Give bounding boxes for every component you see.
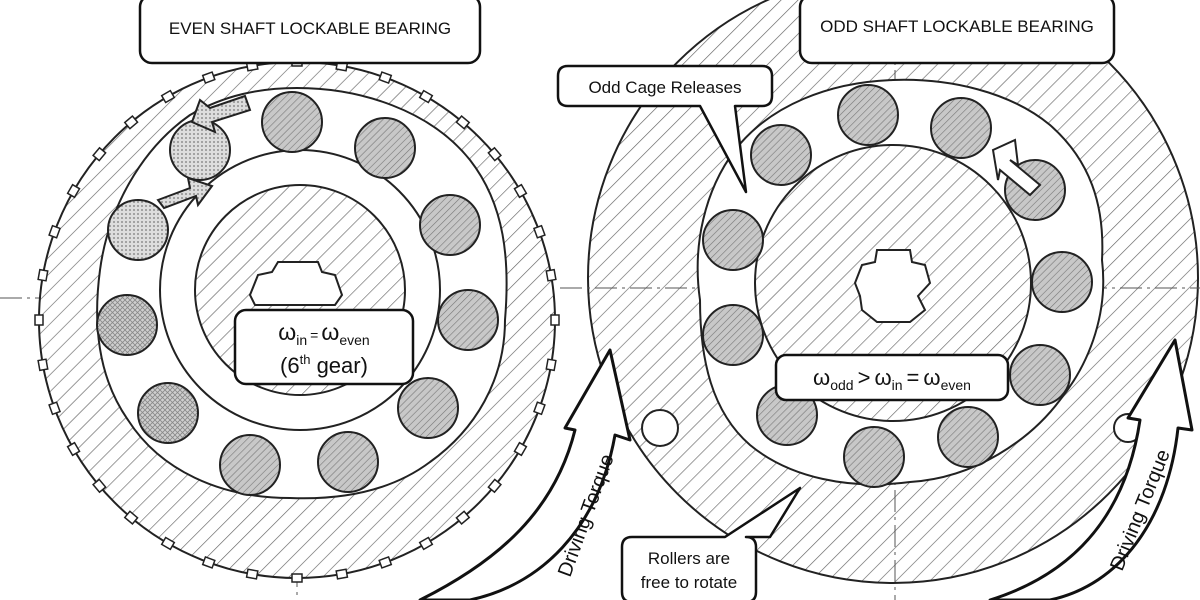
roller xyxy=(96,294,158,356)
gear-tooth xyxy=(48,401,61,416)
roller xyxy=(930,97,992,159)
odd-title: ODD SHAFT LOCKABLE BEARING xyxy=(820,17,1094,36)
odd-shaft-bore xyxy=(853,249,932,323)
gear-tooth xyxy=(550,314,560,326)
even-equation-box: ωin=ωeven (6th gear) xyxy=(233,308,415,386)
roller xyxy=(837,84,899,146)
roller xyxy=(750,124,812,186)
roller xyxy=(937,406,999,468)
gear-tooth xyxy=(291,573,303,583)
subscript-even: even xyxy=(339,332,369,348)
odd-title-box: ODD SHAFT LOCKABLE BEARING xyxy=(798,0,1116,65)
roller xyxy=(843,426,905,488)
odd-equation-box: ωodd>ωin=ωeven xyxy=(774,353,1010,402)
gear-tooth xyxy=(545,268,557,282)
gear-tooth xyxy=(513,441,528,457)
roller xyxy=(219,434,281,496)
gear-tooth xyxy=(160,89,176,104)
gear-tooth xyxy=(335,568,349,580)
gear-tooth xyxy=(92,478,107,494)
equals-sign: = xyxy=(310,327,318,343)
gear-tooth xyxy=(513,183,528,199)
roller xyxy=(437,289,499,351)
gear-tooth xyxy=(123,115,139,130)
gear-tooth xyxy=(123,510,139,525)
roller xyxy=(137,382,199,444)
gear-tooth xyxy=(533,401,546,416)
rollers-callout: Rollers are free to rotate xyxy=(620,486,802,600)
gear-tooth xyxy=(66,183,81,199)
roller xyxy=(1009,344,1071,406)
disc-hole xyxy=(641,409,679,447)
roller xyxy=(397,377,459,439)
gear-tooth xyxy=(418,536,434,551)
odd-cage-arrow-icon xyxy=(991,138,1042,197)
gear-tooth xyxy=(34,314,44,326)
gear-tooth xyxy=(487,478,502,494)
omega-symbol: ω xyxy=(321,319,339,345)
gear-tooth xyxy=(378,556,393,569)
even-roller-arrow-icon xyxy=(156,176,214,210)
roller xyxy=(261,91,323,153)
gear-tooth xyxy=(418,89,434,104)
gear-tooth xyxy=(92,146,107,162)
odd-equation: ωodd>ωin=ωeven xyxy=(813,365,971,393)
even-title: EVEN SHAFT LOCKABLE BEARING xyxy=(169,19,451,38)
gear-tooth xyxy=(160,536,176,551)
gear-tooth xyxy=(201,556,216,569)
omega-symbol: ω xyxy=(278,319,296,345)
even-cage-arrow-icon xyxy=(190,94,252,134)
gear-tooth xyxy=(455,510,471,525)
odd-cage-callout: Odd Cage Releases xyxy=(556,64,774,194)
gear-tooth xyxy=(455,115,471,130)
roller xyxy=(354,117,416,179)
roller xyxy=(317,431,379,493)
even-equation-line1: ωin=ωeven xyxy=(278,319,369,348)
gear-tooth xyxy=(533,224,546,239)
roller xyxy=(702,209,764,271)
roller xyxy=(1031,251,1093,313)
even-gear-note: (6th gear) xyxy=(280,352,368,378)
roller xyxy=(107,199,169,261)
gear-tooth xyxy=(378,71,393,84)
roller xyxy=(419,194,481,256)
even-title-box: EVEN SHAFT LOCKABLE BEARING xyxy=(138,0,482,65)
odd-cage-callout-text: Odd Cage Releases xyxy=(588,78,741,97)
roller xyxy=(702,304,764,366)
gear-tooth xyxy=(37,268,49,282)
gear-tooth xyxy=(66,441,81,457)
rollers-callout-line1: Rollers are xyxy=(648,549,730,568)
subscript-in: in xyxy=(296,332,307,348)
gear-tooth xyxy=(245,568,259,580)
gear-tooth xyxy=(48,224,61,239)
even-shaft-bore xyxy=(248,261,344,306)
rollers-callout-line2: free to rotate xyxy=(641,573,737,592)
gear-tooth xyxy=(545,358,557,372)
gear-tooth xyxy=(487,146,502,162)
gear-tooth xyxy=(37,358,49,372)
gear-tooth xyxy=(201,71,216,84)
roller xyxy=(169,119,231,181)
even-gear-teeth xyxy=(34,57,560,583)
